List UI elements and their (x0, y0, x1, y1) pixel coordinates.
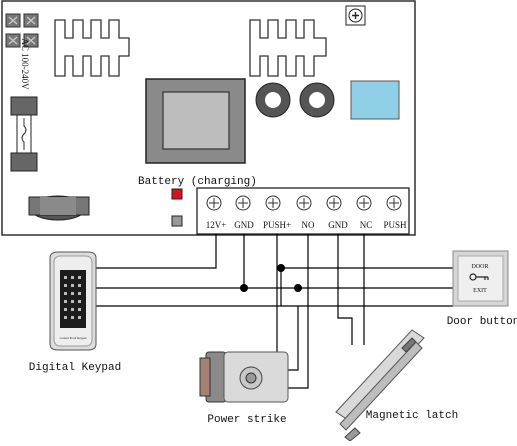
wire-no (288, 234, 309, 389)
power-strike: Power strike (199, 351, 289, 426)
door-button-label: Door button (447, 316, 517, 328)
terminal-screw-icon (326, 195, 342, 211)
terminal-label-nc: NC (360, 220, 373, 230)
magnetic-latch: Magnetic latch (335, 329, 458, 442)
terminal-screw-icon (386, 195, 402, 211)
heatsink-left (54, 19, 130, 77)
terminal-label-no: NO (302, 220, 315, 230)
transformer (145, 78, 246, 164)
keypad-brand-text: Contact Proof Keypad (60, 336, 87, 340)
battery-label: Battery (charging) (138, 176, 257, 188)
wire-12v (96, 234, 217, 269)
junction-dots (240, 264, 302, 292)
door-button: DOOR EXIT Door button (447, 250, 517, 328)
ac-connector: AC 100-240V (5, 13, 39, 90)
terminal-block: 12V+ GND PUSH+ NO GND NC PUSH (196, 187, 410, 235)
terminal-label-push: PUSH (383, 220, 407, 230)
keypad-label: Digital Keypad (29, 362, 121, 374)
junction-dot (294, 284, 302, 292)
terminal-screws (206, 195, 402, 211)
terminal-label-gnd: GND (234, 220, 254, 230)
terminal-screw-icon (206, 195, 222, 211)
control-board: AC 100-240V (1, 0, 416, 236)
door-button-bottom-text: EXIT (473, 288, 487, 294)
terminal-screw-icon (265, 195, 281, 211)
terminal-label-push-plus: PUSH+ (263, 220, 291, 230)
fuse-icon (10, 96, 38, 172)
digital-keypad: Contact Proof Keypad Digital Keypad (29, 251, 121, 374)
power-strike-label: Power strike (207, 414, 286, 426)
heatsink-right (249, 19, 327, 77)
terminal-label-gnd-2: GND (328, 220, 348, 230)
battery-led-red (171, 188, 183, 200)
capacitor-right (299, 82, 335, 118)
battery-led-grey (171, 215, 183, 227)
junction-dot (277, 264, 285, 272)
wire-push-plus (270, 234, 278, 371)
relay-component (350, 80, 400, 120)
mounting-screw-icon (345, 5, 366, 26)
door-button-top-text: DOOR (471, 264, 488, 270)
inductor (28, 195, 90, 221)
junction-dot (240, 284, 248, 292)
terminal-label-12v: 12V+ (206, 220, 227, 230)
ac-voltage-label: AC 100-240V (20, 38, 30, 90)
key-icon (469, 273, 489, 281)
magnetic-latch-label: Magnetic latch (366, 410, 458, 422)
terminal-screw-icon (296, 195, 312, 211)
terminal-screw-icon (356, 195, 372, 211)
capacitor-left (255, 82, 291, 118)
terminal-screw-icon (235, 195, 251, 211)
wire-strike-2 (288, 306, 299, 371)
wire-gnd2 (337, 234, 353, 345)
